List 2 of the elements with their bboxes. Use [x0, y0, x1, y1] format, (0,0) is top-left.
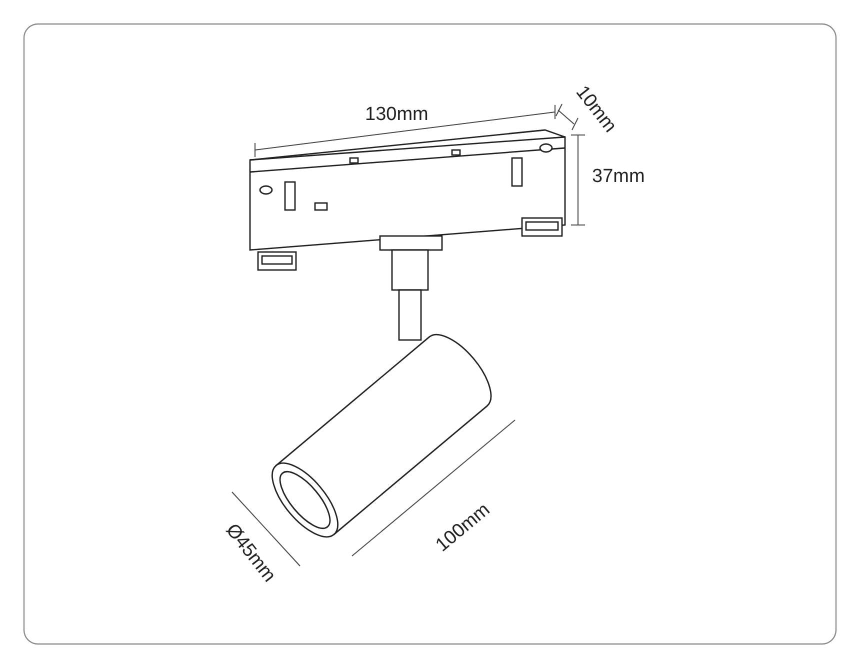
- dimension-label: 37mm: [592, 166, 645, 188]
- dimension-label: 130mm: [365, 104, 428, 126]
